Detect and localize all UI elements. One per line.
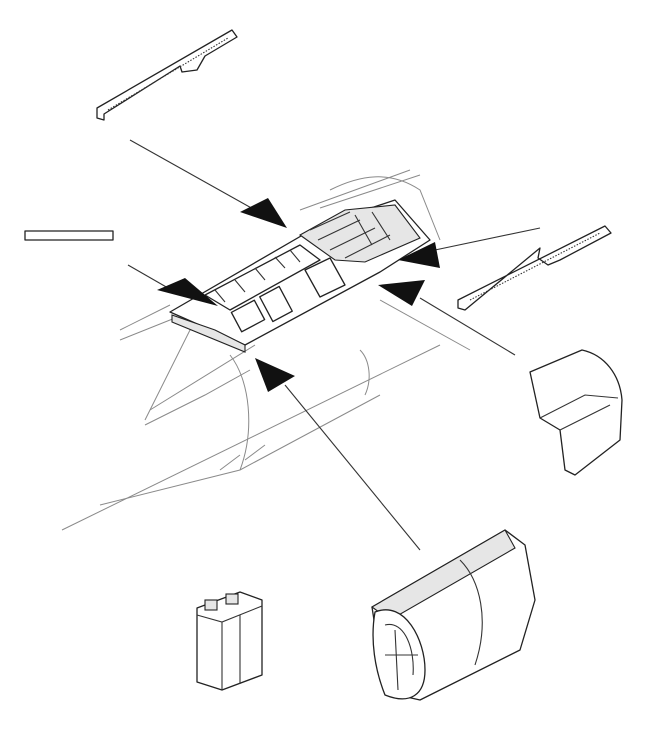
arrows	[157, 198, 440, 392]
arrow-icon	[398, 242, 440, 268]
arrow-icon	[378, 280, 425, 306]
equipment-bay	[169, 199, 431, 353]
fuselage-outline	[61, 169, 471, 531]
box-part	[196, 591, 263, 691]
top-rail-part	[96, 29, 238, 121]
leader-lines	[127, 139, 541, 551]
strip-part	[24, 230, 114, 241]
arrow-icon	[240, 198, 287, 228]
arrow-icon	[157, 278, 218, 306]
canopy-section-part	[529, 349, 623, 476]
right-rail-part	[457, 225, 612, 311]
arrow-icon	[255, 358, 295, 392]
canopy-frame-part	[370, 529, 536, 701]
